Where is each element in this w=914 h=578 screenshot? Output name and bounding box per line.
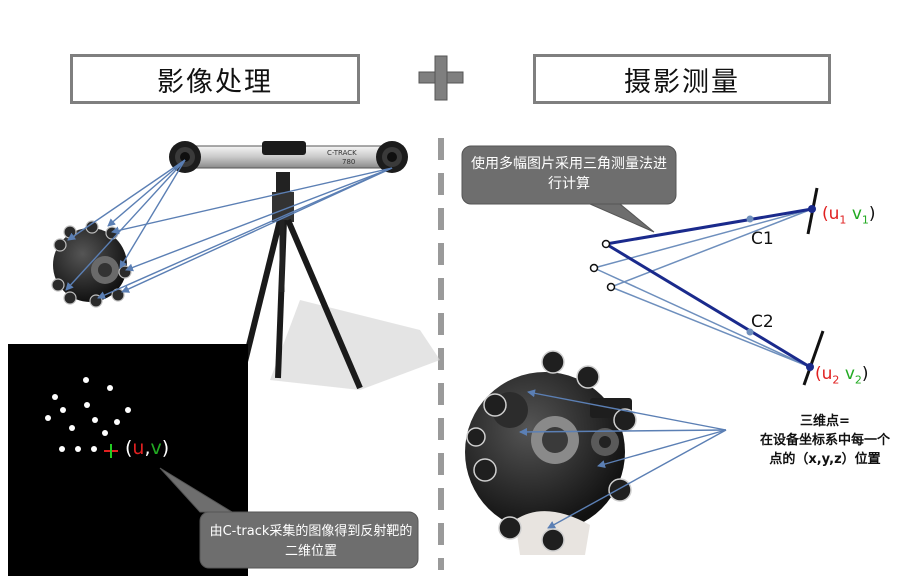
callout-top-text: 使用多幅图片采用三角测量法进行计算	[471, 156, 667, 192]
callout-top	[461, 145, 677, 233]
image-point-2	[806, 363, 814, 371]
title-image-processing: 影像处理	[70, 54, 360, 104]
camera-label-c1: C1	[751, 229, 774, 249]
image-point-1	[808, 205, 816, 213]
rays-point3d	[519, 389, 727, 529]
device-model: 780	[342, 158, 355, 166]
image-plane-2	[802, 330, 825, 386]
image-coord-uv: (u,v)	[125, 437, 170, 459]
triangulation-diagram	[589, 187, 825, 386]
ctrack-device: C-TRACK 780	[169, 141, 408, 173]
tripod-shadow	[270, 300, 440, 390]
handyprobe-large	[465, 350, 637, 555]
object-point-2	[589, 263, 599, 273]
rays-right-camera	[97, 167, 393, 299]
plus-icon	[418, 55, 464, 101]
device-brand: C-TRACK	[327, 149, 357, 157]
object-point-3	[606, 282, 616, 292]
point3d-line3: 点的（x,y,z）位置	[769, 452, 881, 467]
crosshair-icon	[104, 444, 118, 458]
point3d-description: 三维点= 在设备坐标系中每一个 点的（x,y,z）位置	[730, 412, 914, 469]
camera-right-icon	[376, 141, 408, 173]
camera-center-c2	[746, 328, 754, 336]
point3d-line1: 三维点=	[800, 414, 850, 429]
point3d-line2: 在设备坐标系中每一个	[759, 433, 890, 448]
rays-left-camera	[65, 159, 186, 291]
image-coord-1: (u1 v1)	[822, 204, 876, 227]
object-point-1	[601, 239, 611, 249]
callout-bottom-text: 由C-track采集的图像得到反射靶的二维位置	[209, 524, 413, 559]
handyprobe-small	[51, 220, 132, 308]
callout-bottom	[159, 467, 419, 569]
image-coord-2: (u2 v2)	[815, 364, 869, 387]
title-photogrammetry: 摄影测量	[533, 54, 831, 104]
camera-center-c1	[746, 215, 754, 223]
reflective-targets	[45, 377, 131, 452]
camera-label-c2: C2	[751, 312, 774, 332]
